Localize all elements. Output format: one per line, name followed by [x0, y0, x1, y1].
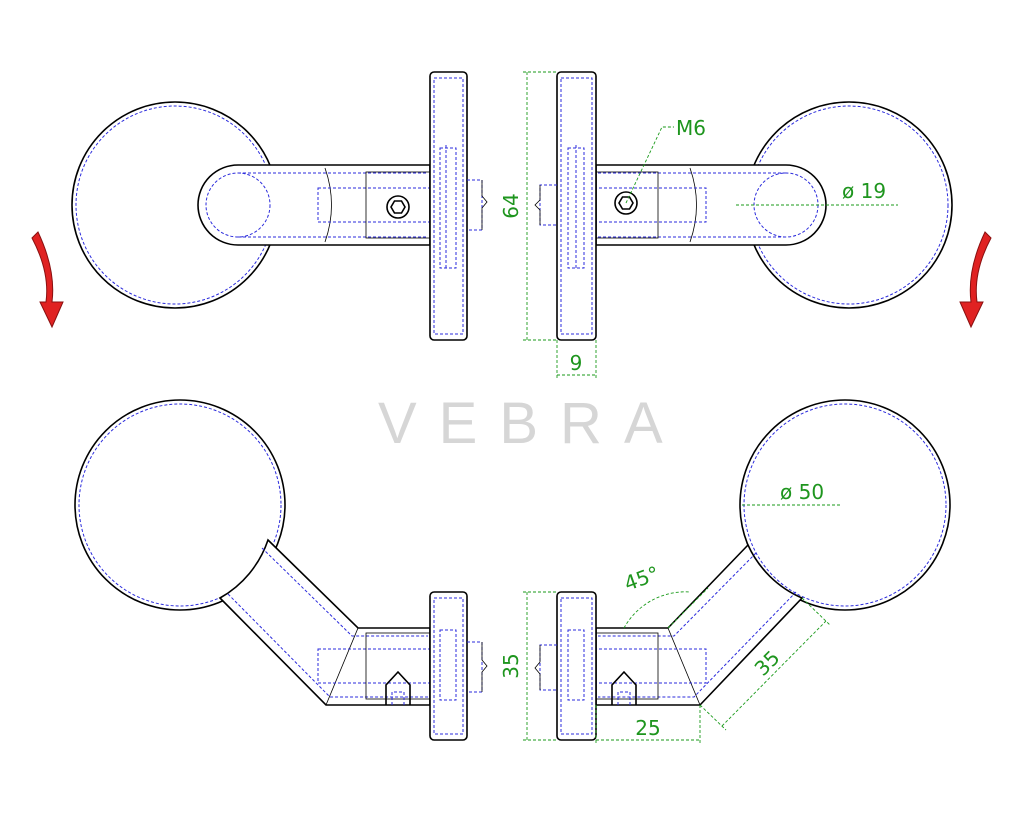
top-left-arm — [197, 164, 431, 246]
arm-length-label: 35 — [750, 646, 785, 681]
top-right-arm — [595, 164, 827, 246]
rotate-arrow-icon — [959, 231, 992, 329]
hex-socket-icon — [386, 195, 410, 219]
rotate-arrow-icon — [31, 231, 64, 329]
bottom-left-clamp — [74, 399, 488, 741]
hex-socket-icon — [614, 191, 638, 215]
bore-diameter-label: ø 19 — [842, 179, 886, 203]
top-left-clamp — [71, 71, 488, 341]
top-left-plate — [429, 71, 468, 341]
bottom-left-disc — [74, 399, 286, 611]
plate-height-label: 64 — [499, 193, 523, 218]
bottom-right-clamp — [534, 399, 951, 741]
top-right-clamp — [534, 71, 953, 341]
brand-watermark: VEBRA — [378, 391, 685, 456]
bend-angle-label: 45° — [621, 561, 663, 596]
plate-thickness-label: 9 — [570, 351, 583, 375]
arm-offset-label: 25 — [635, 716, 660, 740]
bent-plate-height-label: 35 — [499, 653, 523, 678]
bottom-left-plate — [429, 591, 468, 741]
thread-label: M6 — [676, 116, 706, 140]
bottom-right-disc — [739, 399, 951, 611]
disc-diameter-label: ø 50 — [780, 480, 824, 504]
top-dimensions: 64 9 M6 ø 19 — [499, 71, 898, 378]
bottom-right-plate — [556, 591, 597, 741]
